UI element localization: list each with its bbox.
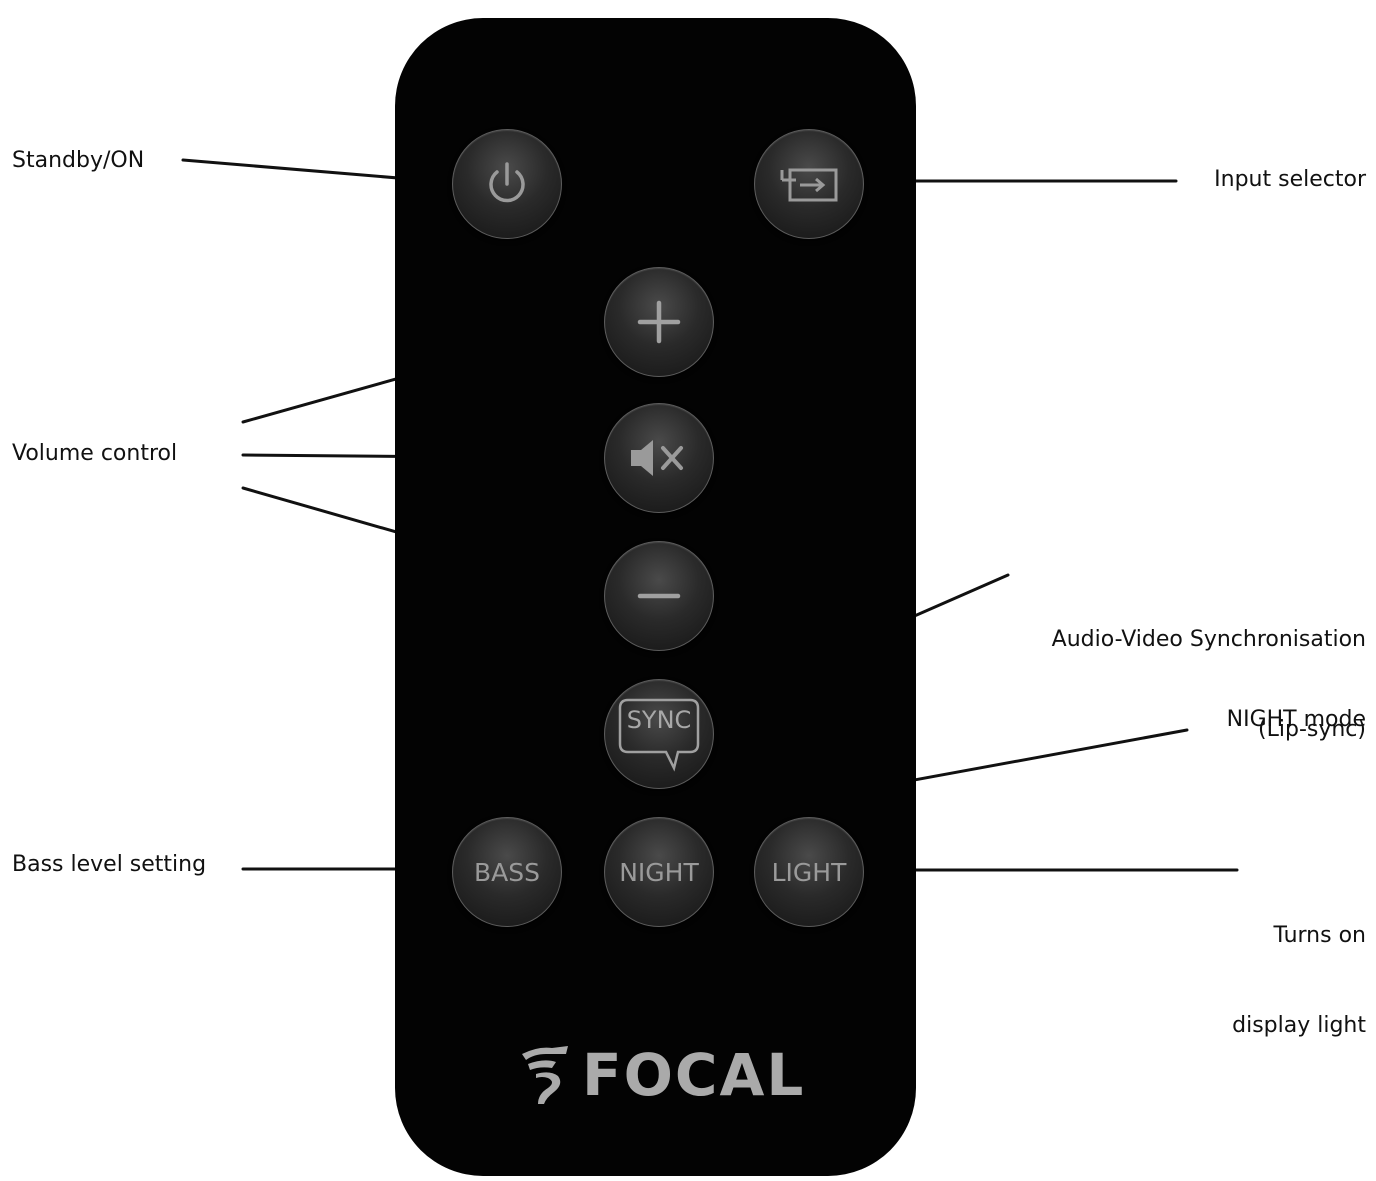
mute-icon — [631, 440, 683, 476]
bass-button[interactable]: BASS — [452, 817, 562, 927]
label-volume-control: Volume control — [12, 441, 178, 466]
label-standby: Standby/ON — [12, 148, 145, 173]
focal-logo-icon — [522, 1046, 568, 1104]
label-night-mode: NIGHT mode — [1226, 707, 1366, 732]
volume-up-button[interactable] — [604, 267, 714, 377]
label-av-sync-line2: (Lip-sync) — [1258, 717, 1366, 742]
brand-logo: FOCAL — [518, 1043, 805, 1107]
label-av-sync-line1: Audio-Video Synchronisation — [1051, 627, 1366, 652]
sync-bubble: SYNC — [616, 696, 702, 772]
speech-bubble-icon — [618, 698, 700, 772]
label-bass-level: Bass level setting — [12, 852, 207, 877]
plus-icon — [637, 300, 681, 344]
volume-down-button[interactable] — [604, 541, 714, 651]
power-icon — [489, 162, 525, 203]
sync-label: SYNC — [626, 706, 692, 734]
brand-name: FOCAL — [582, 1041, 806, 1109]
input-icon — [780, 168, 838, 202]
night-label: NIGHT — [619, 857, 699, 887]
bass-label: BASS — [474, 857, 540, 887]
label-av-sync: Audio-Video Synchronisation (Lip-sync) — [1052, 565, 1366, 775]
label-display-light: Turns on display light — [1232, 861, 1366, 1071]
standby-button[interactable] — [452, 129, 562, 239]
label-display-light-line2: display light — [1232, 1013, 1366, 1038]
light-label: LIGHT — [771, 857, 847, 887]
night-button[interactable]: NIGHT — [604, 817, 714, 927]
minus-icon — [637, 593, 681, 599]
mute-button[interactable] — [604, 403, 714, 513]
input-selector-button[interactable] — [754, 129, 864, 239]
label-input-selector: Input selector — [1214, 167, 1366, 192]
sync-button[interactable]: SYNC — [604, 679, 714, 789]
label-display-light-line1: Turns on — [1273, 923, 1366, 948]
light-button[interactable]: LIGHT — [754, 817, 864, 927]
